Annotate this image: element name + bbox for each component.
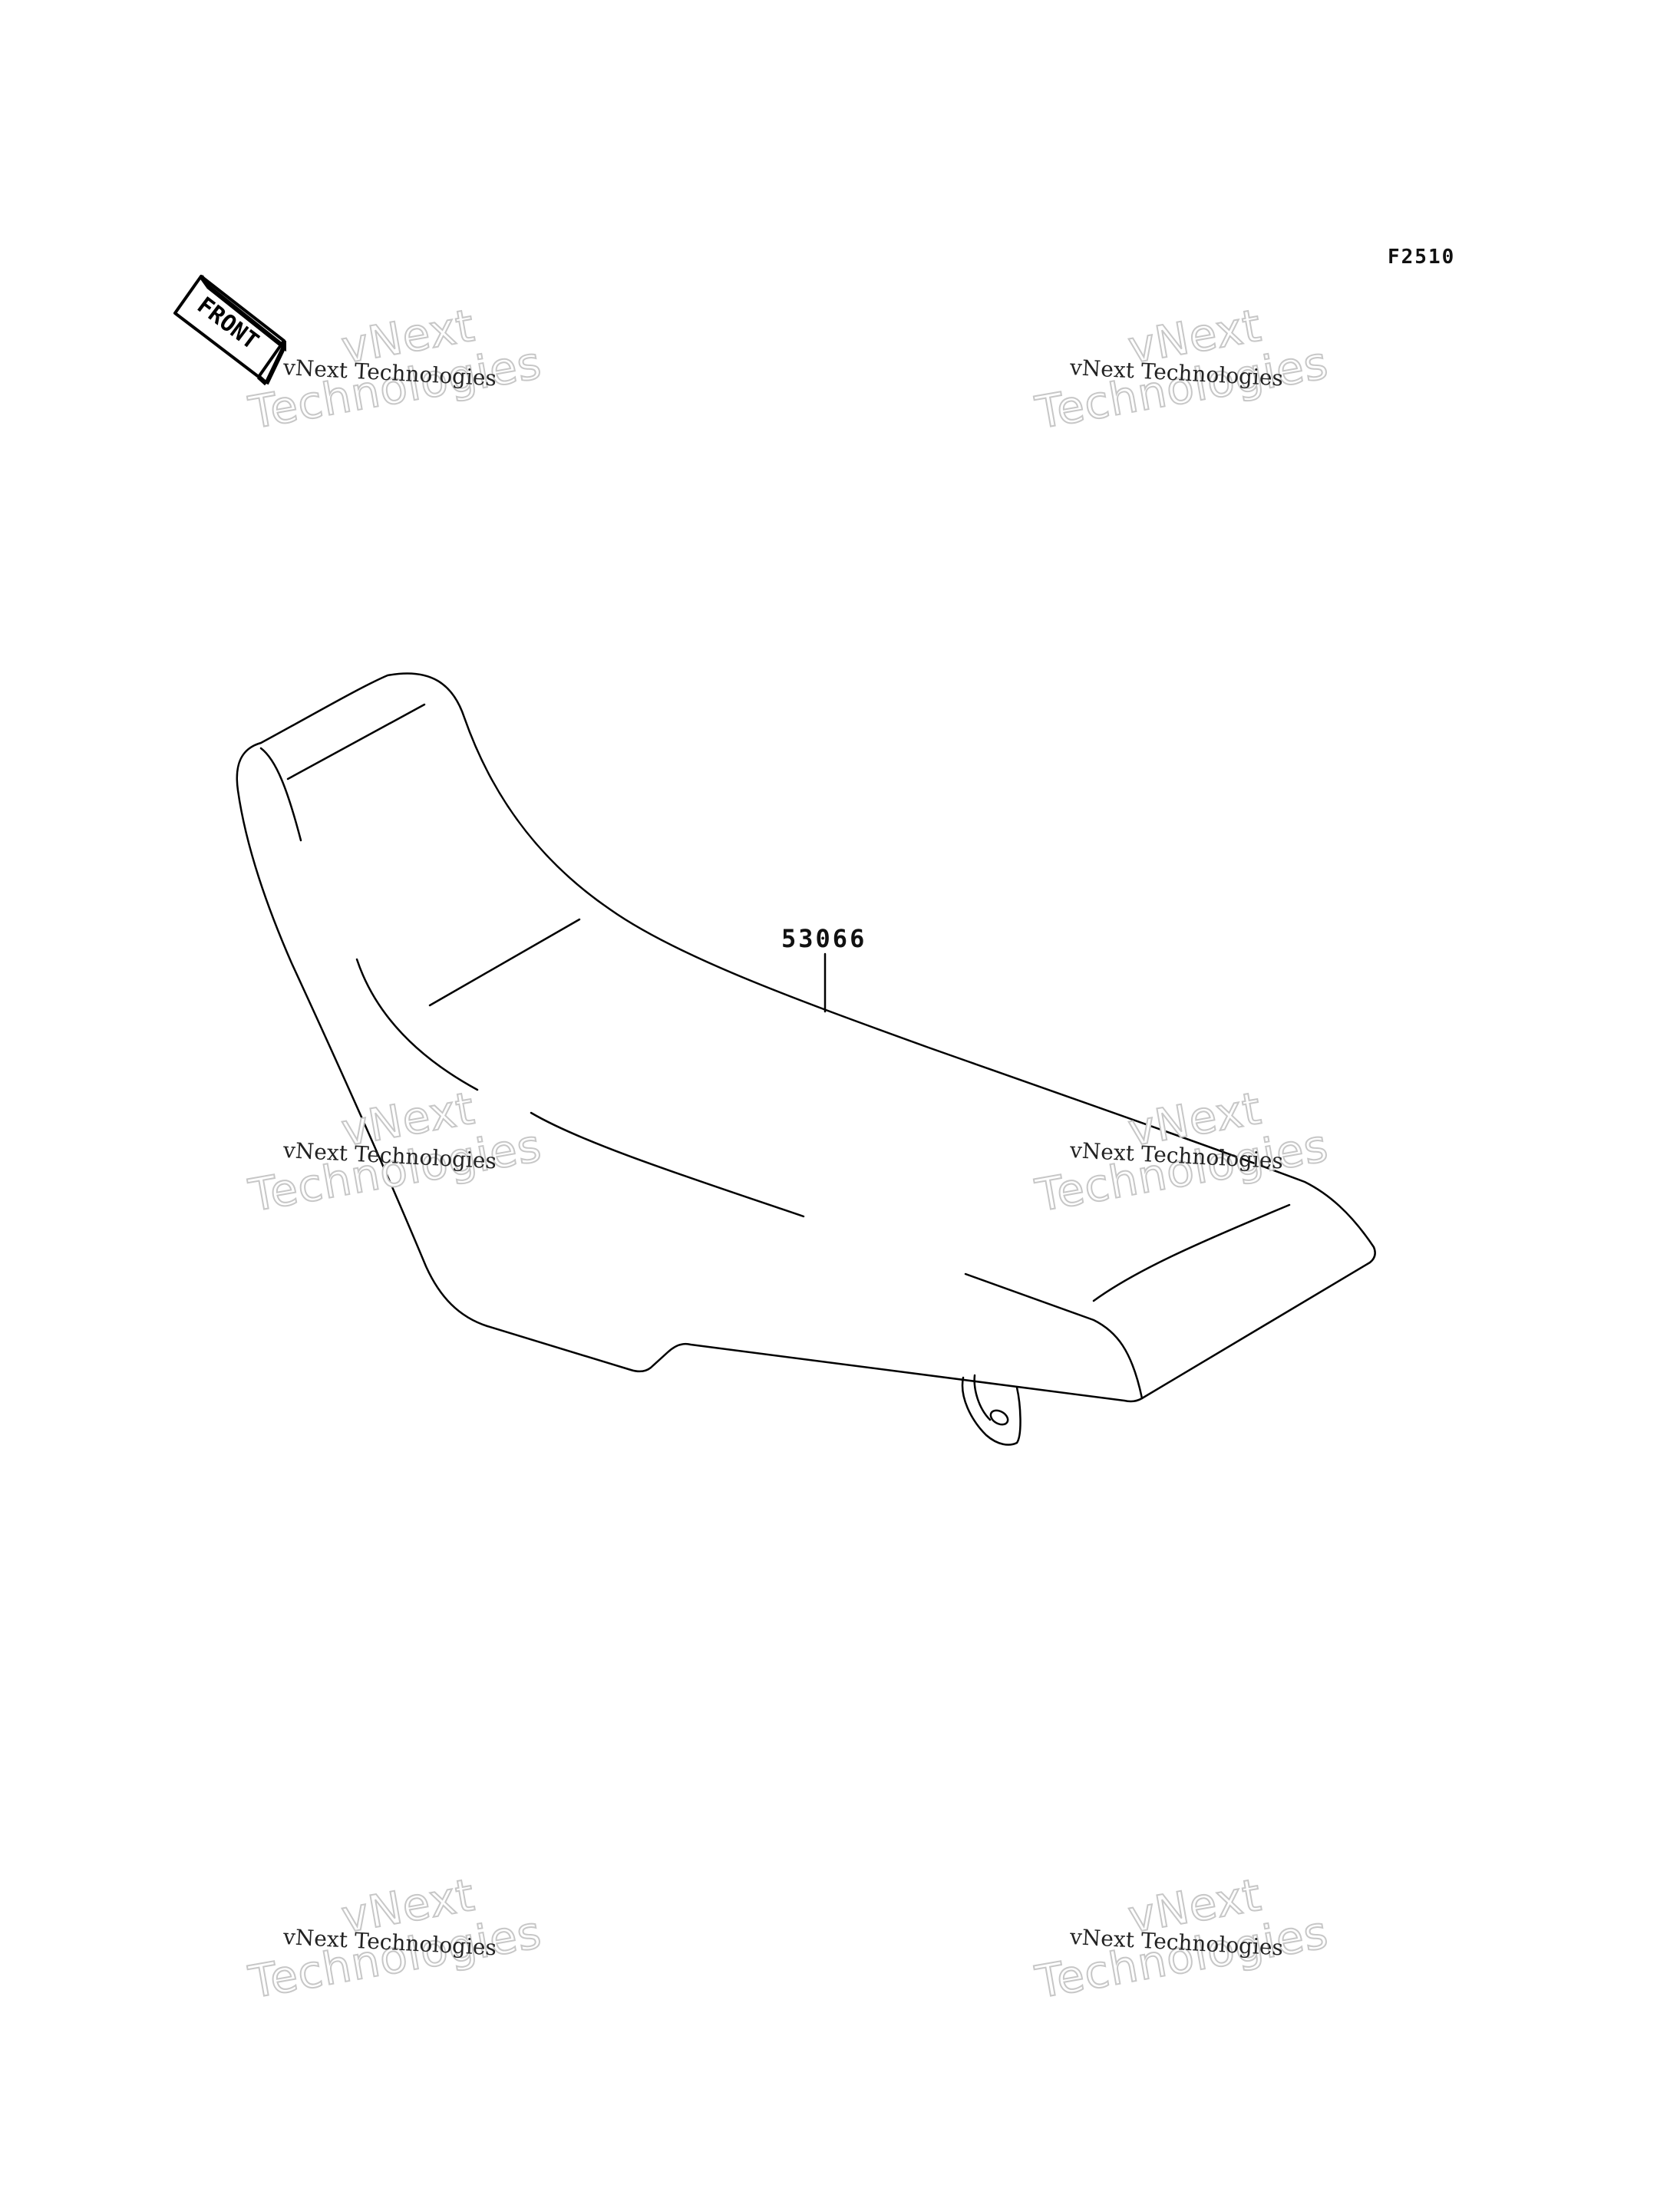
watermark: vNext Technologies vNext Technologies <box>245 299 568 460</box>
watermark: vNext Technologies vNext Technologies <box>245 1868 568 2030</box>
figure-code: F2510 <box>1388 246 1456 269</box>
part-number-label: 53066 <box>781 924 867 953</box>
watermark: vNext Technologies vNext Technologies <box>245 1081 568 1243</box>
seat-drawing <box>236 672 1376 1446</box>
watermark: vNext Technologies vNext Technologies <box>1031 1081 1355 1243</box>
watermark: vNext Technologies vNext Technologies <box>1031 1868 1355 2030</box>
watermark: vNext Technologies vNext Technologies <box>1031 299 1355 460</box>
